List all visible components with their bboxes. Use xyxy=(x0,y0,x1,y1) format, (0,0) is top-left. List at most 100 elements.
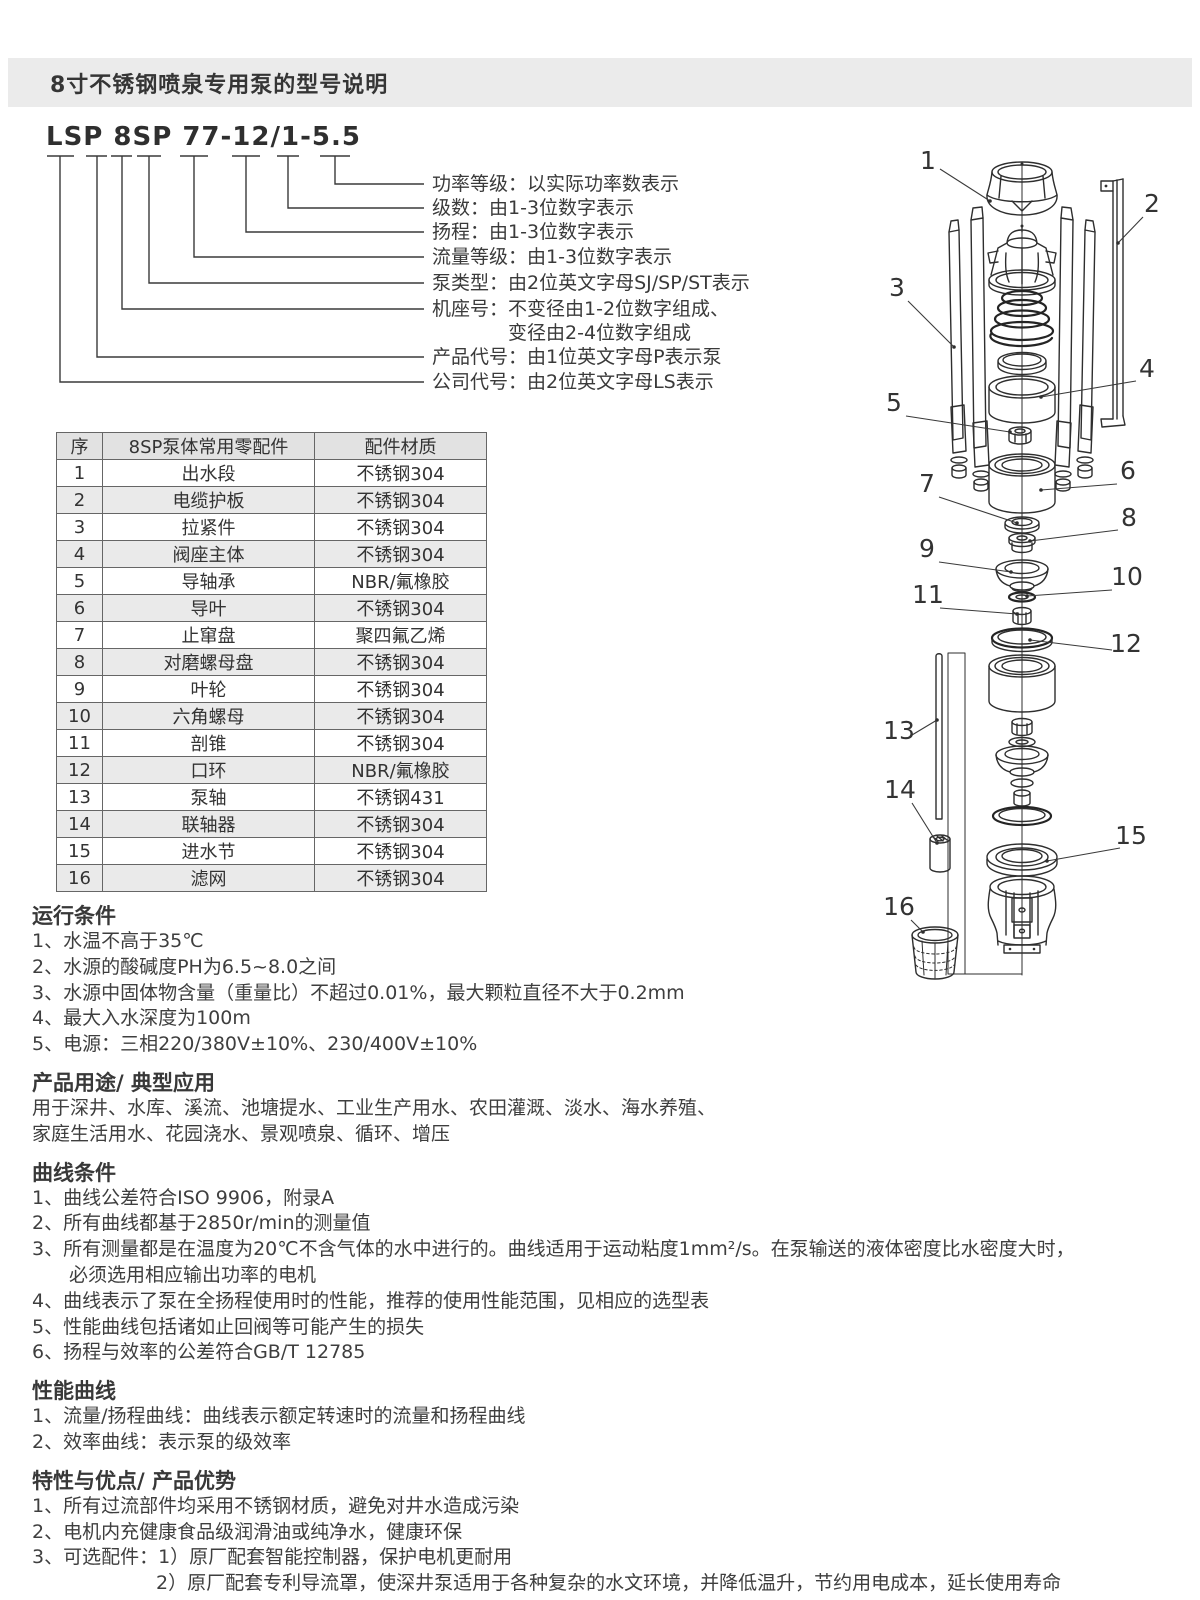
table-cell: 1 xyxy=(56,459,103,487)
table-header-row: 序 8SP泵体常用零配件 配件材质 xyxy=(56,432,487,460)
part-diffuser xyxy=(988,453,1056,514)
table-cell: 电缆护板 xyxy=(102,486,315,514)
shaft-frame xyxy=(947,652,1023,975)
part-label-8: 8 xyxy=(1121,503,1137,532)
part-guide-bearing xyxy=(1008,426,1032,445)
section-item: 5、电源：三相220/380V±10%、230/400V±10% xyxy=(32,1033,478,1056)
table-cell: NBR/氟橡胶 xyxy=(314,567,487,595)
section-item: 家庭生活用水、花园浇水、景观喷泉、循环、增压 xyxy=(32,1122,451,1145)
part-label-11: 11 xyxy=(912,580,944,609)
diagram-leaders xyxy=(905,168,1144,934)
part-spring xyxy=(989,289,1055,348)
table-cell: 联轴器 xyxy=(102,810,315,838)
part-label-5: 5 xyxy=(886,388,902,417)
table-cell: 不锈钢304 xyxy=(314,729,487,757)
section-item: 2、效率曲线：表示泵的级效率 xyxy=(32,1430,292,1453)
part-label-4: 4 xyxy=(1139,354,1155,383)
part-strainer xyxy=(911,926,959,980)
section-item: 3、可选配件：1）原厂配套智能控制器，保护电机更耐用 xyxy=(32,1546,513,1569)
table-cell: 阀座主体 xyxy=(102,540,315,568)
part-valve-cage xyxy=(987,224,1057,296)
part-label-9: 9 xyxy=(919,534,935,563)
table-cell: 4 xyxy=(56,540,103,568)
page-header: 8寸不锈钢喷泉专用泵的型号说明 xyxy=(8,58,1192,107)
table-cell: 12 xyxy=(56,756,103,784)
section-item: 2、电机内充健康食品级润滑油或纯净水，健康环保 xyxy=(32,1520,463,1543)
model-legend-item: 流量等级：由1-3位数字表示 xyxy=(432,246,673,268)
table-cell: 滤网 xyxy=(102,864,315,892)
table-cell: 不锈钢304 xyxy=(314,486,487,514)
model-legend-item: 机座号：不变径由1-2位数字组成、 xyxy=(432,298,730,320)
table-cell: 不锈钢304 xyxy=(314,864,487,892)
table-header-cell: 8SP泵体常用零配件 xyxy=(102,432,315,460)
model-code: LSP 8SP 77-12/1-5.5 xyxy=(46,122,361,152)
section-item: 1、所有过流部件均采用不锈钢材质，避免对井水造成污染 xyxy=(32,1494,520,1517)
section-item: 2、所有曲线都基于2850r/min的测量值 xyxy=(32,1212,371,1235)
section: 产品用途/ 典型应用用于深井、水库、溪流、池塘提水、工业生产用水、农田灌溉、淡水… xyxy=(32,1070,1177,1148)
model-legend-item: 产品代号：由1位英文字母P表示泵 xyxy=(432,346,722,368)
model-legend-item: 公司代号：由2位英文字母LS表示 xyxy=(432,371,714,393)
table-cell: 2 xyxy=(56,486,103,514)
part-diffuser-2 xyxy=(988,654,1056,713)
part-label-14: 14 xyxy=(884,775,916,804)
part-label-7: 7 xyxy=(919,469,935,498)
part-seal-ring xyxy=(997,351,1047,376)
section-heading: 产品用途/ 典型应用 xyxy=(32,1070,215,1095)
table-cell: 泵轴 xyxy=(102,783,315,811)
model-legend-item: 泵类型：由2位英文字母SJ/SP/ST表示 xyxy=(432,272,750,294)
table-cell: 不锈钢304 xyxy=(314,837,487,865)
part-wear-nut-disc xyxy=(1008,532,1036,554)
table-cell: NBR/氟橡胶 xyxy=(314,756,487,784)
table-cell: 10 xyxy=(56,702,103,730)
table-cell: 导叶 xyxy=(102,594,315,622)
table-cell: 不锈钢304 xyxy=(314,513,487,541)
part-label-6: 6 xyxy=(1120,456,1136,485)
table-cell: 不锈钢304 xyxy=(314,675,487,703)
section-item: 用于深井、水库、溪流、池塘提水、工业生产用水、农田灌溉、淡水、海水养殖、 xyxy=(32,1096,717,1119)
table-cell: 对磨螺母盘 xyxy=(102,648,315,676)
part-impeller-2 xyxy=(995,745,1049,777)
section-item: 3、水源中固体物含量（重量比）不超过0.01%，最大颗粒直径不大于0.2mm xyxy=(32,981,685,1004)
table-cell: 5 xyxy=(56,567,103,595)
part-label-13: 13 xyxy=(883,716,915,745)
table-cell: 9 xyxy=(56,675,103,703)
section-item: 5、性能曲线包括诸如止回阀等可能产生的损失 xyxy=(32,1315,425,1338)
part-outlet-cap xyxy=(986,161,1058,216)
table-cell: 16 xyxy=(56,864,103,892)
table-cell: 不锈钢304 xyxy=(314,648,487,676)
table-cell: 3 xyxy=(56,513,103,541)
section-item: 6、扬程与效率的公差符合GB/T 12785 xyxy=(32,1341,366,1364)
section-heading: 曲线条件 xyxy=(32,1160,116,1185)
model-legend-item: 级数：由1-3位数字表示 xyxy=(432,197,635,219)
table-cell: 6 xyxy=(56,594,103,622)
table-cell: 14 xyxy=(56,810,103,838)
table-cell: 15 xyxy=(56,837,103,865)
section-item: 2）原厂配套专利导流罩，使深井泵适用于各种复杂的水文环境，并降低温升，节约用电成… xyxy=(156,1572,1062,1595)
table-cell: 剖锥 xyxy=(102,729,315,757)
part-inlet-body xyxy=(987,875,1057,954)
section-item: 4、曲线表示了泵在全扬程使用时的性能，推荐的使用性能范围，见相应的选型表 xyxy=(32,1289,710,1312)
table-cell: 7 xyxy=(56,621,103,649)
section-heading: 运行条件 xyxy=(32,904,116,928)
table-cell: 口环 xyxy=(102,756,315,784)
table-cell: 六角螺母 xyxy=(102,702,315,730)
part-wear-ring-2 xyxy=(991,805,1053,827)
part-valve-seat-body xyxy=(988,375,1056,424)
pump-exploded-diagram: 1 2 3 4 5 6 7 8 9 10 11 12 13 14 15 16 xyxy=(883,146,1160,980)
